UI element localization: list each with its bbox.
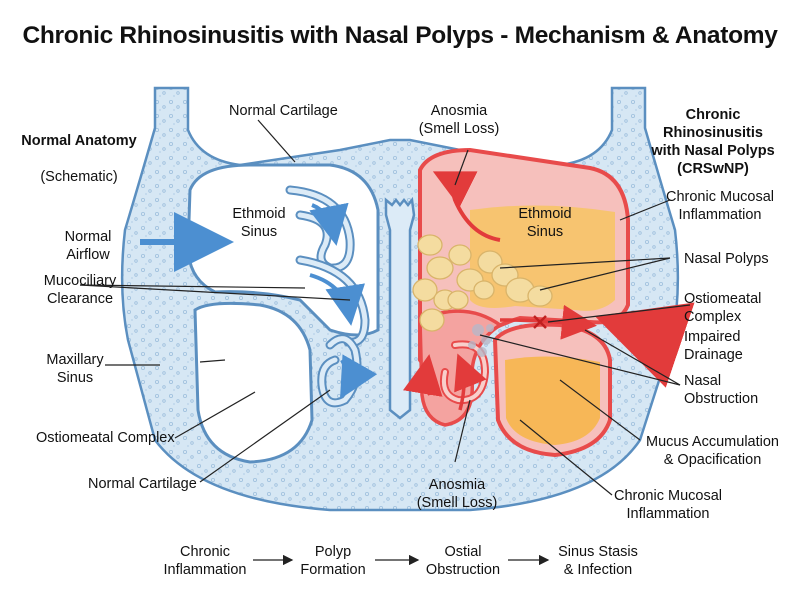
label-impaired-drainage: Impaired Drainage [684, 329, 743, 363]
label-mucosal-bottom: Chronic Mucosal Inflammation [614, 488, 722, 522]
right-turbinate-swirl-in [441, 342, 488, 403]
page-title: Chronic Rhinosinusitis with Nasal Polyps… [22, 22, 778, 49]
label-nasal-polyps: Nasal Polyps [684, 251, 769, 267]
right-inflamed-arrow-4 [454, 353, 487, 411]
label-left-ostiomeatal: Ostiomeatal Complex [36, 430, 175, 446]
label-anosmia-top: Anosmia (Smell Loss) [418, 103, 500, 137]
right-inflamed-arrow-3 [403, 354, 443, 397]
left-panel-subheading: (Schematic) [40, 169, 118, 185]
left-airflow-arrow-2 [309, 273, 365, 326]
left-airflow-arrow-1 [309, 202, 349, 246]
label-nasal-obstruction: Nasal Obstruction [684, 373, 759, 407]
label-maxillary: Maxillary Sinus [46, 352, 104, 386]
right-maxillary-mucus [505, 356, 600, 445]
left-panel-heading: Normal Anatomy [21, 133, 137, 149]
right-inflamed-arrow-1 [432, 171, 501, 242]
label-right-ostiomeatal: Ostiomeatal Complex [684, 291, 762, 325]
left-airflow-arrow-3 [340, 354, 378, 399]
flow-step-3: Ostial Obstruction [425, 544, 501, 578]
label-left-ethmoid: Ethmoid Sinus [232, 206, 286, 240]
left-turbinate-lower-in [319, 336, 360, 406]
flow-step-4: Sinus Stasis & Infection [558, 544, 638, 578]
nasal-septum [384, 196, 416, 420]
right-panel-heading: Chronic Rhinosinusitis with Nasal Polyps… [651, 107, 775, 177]
label-mucus-accumulation: Mucus Accumulation & Opacification [646, 434, 779, 468]
label-anosmia-bottom: Anosmia (Smell Loss) [416, 477, 498, 511]
flow-step-1: Chronic Inflammation [163, 544, 247, 578]
impaired-drainage-arrow [594, 302, 695, 388]
leader-lines [79, 119, 691, 496]
left-maxillary-cavity [193, 301, 314, 464]
flow-step-2: Polyp Formation [300, 544, 366, 578]
label-normal-cartilage-top: Normal Cartilage [229, 103, 338, 119]
label-right-ethmoid: Ethmoid Sinus [518, 206, 572, 240]
blockage-x-mark [533, 315, 547, 329]
left-panel-header: Normal Anatomy (Schematic) [20, 114, 138, 204]
nasal-polyps [412, 234, 553, 332]
label-normal-airflow: Normal Airflow [64, 229, 112, 263]
label-mucociliary: Mucociliary Clearance [43, 273, 117, 307]
label-normal-cartilage-bottom: Normal Cartilage [88, 476, 197, 492]
label-mucosal-top: Chronic Mucosal Inflammation [666, 189, 774, 223]
